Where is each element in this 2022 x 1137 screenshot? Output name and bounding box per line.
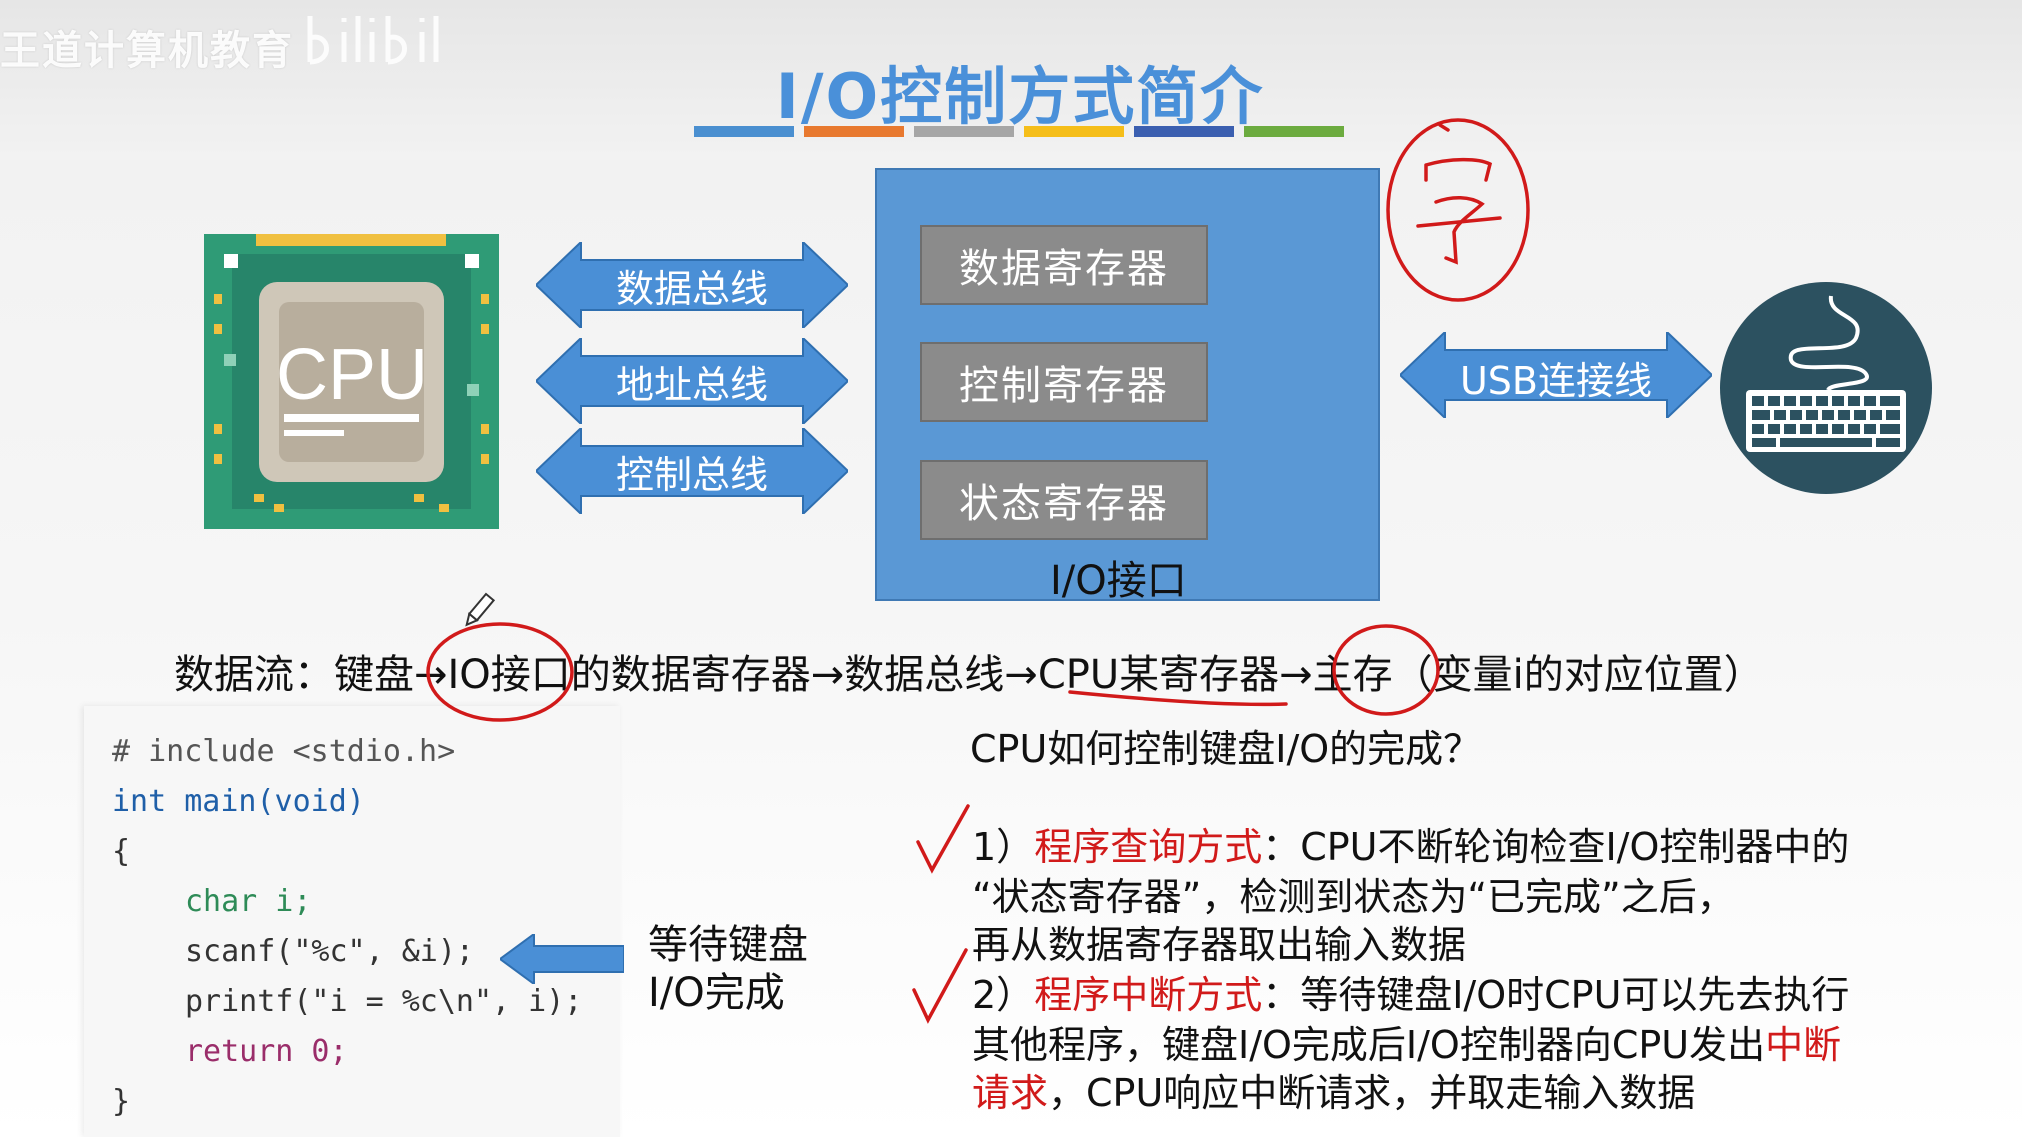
answer-2-line-3: 请求，CPU响应中断请求，并取走输入数据 bbox=[972, 1062, 1695, 1117]
title-bar bbox=[694, 126, 794, 137]
usb-label: USB连接线 bbox=[1459, 359, 1652, 403]
answer-1-line-1: 1）程序查询方式：CPU不断轮询检查I/O控制器中的 bbox=[972, 816, 1849, 871]
title-color-bars bbox=[694, 126, 1344, 137]
title-bar bbox=[914, 126, 1014, 137]
answer-2-title: 程序中断方式 bbox=[1034, 973, 1263, 1017]
watermark-text: 王道计算机教育 bbox=[0, 28, 294, 74]
data-bus-arrow bbox=[536, 242, 848, 328]
answer-1-line-2: “状态寄存器”，检测到状态为“已完成”之后， bbox=[972, 875, 1735, 919]
code-line-open-brace: { bbox=[112, 834, 131, 869]
data-bus-label: 数据总线 bbox=[615, 267, 768, 311]
address-bus-label: 地址总线 bbox=[615, 363, 768, 407]
control-register: 控制寄存器 bbox=[920, 342, 1208, 422]
cpu-label: CPU bbox=[276, 335, 428, 415]
wait-arrow bbox=[500, 934, 624, 984]
io-interface-label: I/O接口 bbox=[1050, 558, 1187, 604]
cpu-chip-icon: CPU bbox=[204, 234, 499, 529]
code-line-decl: char i; bbox=[185, 884, 312, 919]
checkmark-annotation bbox=[912, 948, 968, 1024]
answer-2-number: 2） bbox=[972, 973, 1035, 1017]
code-line-close-brace: } bbox=[112, 1084, 131, 1119]
code-line-scanf: scanf("%c", &i); bbox=[185, 934, 474, 969]
code-block bbox=[84, 706, 620, 1137]
code-line-include: # include <stdio.h> bbox=[112, 734, 456, 769]
code-line-printf: printf("i = %c\n", i); bbox=[185, 984, 583, 1019]
answer-2-line-1: 2）程序中断方式：等待键盘I/O时CPU可以先去执行 bbox=[972, 964, 1849, 1019]
pen-cursor-icon bbox=[465, 592, 496, 627]
answer-2-line-2: 其他程序，键盘I/O完成后I/O控制器向CPU发出中断 bbox=[972, 1014, 1841, 1069]
keyboard-icon bbox=[1720, 282, 1932, 494]
answer-1-title: 程序查询方式 bbox=[1034, 825, 1263, 869]
usb-cable-arrow bbox=[1400, 332, 1712, 418]
bilibili-logo-icon bbox=[307, 16, 439, 65]
status-register: 状态寄存器 bbox=[920, 460, 1208, 540]
circle-annotation bbox=[1386, 118, 1530, 302]
title-bar bbox=[1134, 126, 1234, 137]
control-bus-label: 控制总线 bbox=[615, 453, 768, 497]
answer-1-text: ：CPU不断轮询检查I/O控制器中的 bbox=[1262, 825, 1850, 869]
wait-label-line2: I/O完成 bbox=[648, 970, 785, 1016]
question-text: CPU如何控制键盘I/O的完成？ bbox=[970, 727, 1482, 771]
code-line-return: return 0; bbox=[185, 1034, 348, 1069]
answer-2-highlight: 中断 bbox=[1765, 1023, 1842, 1067]
wait-label-line1: 等待键盘 bbox=[648, 922, 808, 968]
answer-1-number: 1） bbox=[972, 825, 1035, 869]
title-bar bbox=[804, 126, 904, 137]
answer-2-text-3: ，CPU响应中断请求，并取走输入数据 bbox=[1048, 1071, 1696, 1115]
title-bar bbox=[1244, 126, 1344, 137]
code-line-main: int main(void) bbox=[112, 784, 365, 819]
control-bus-arrow bbox=[536, 428, 848, 514]
answer-2-highlight-2: 请求 bbox=[972, 1071, 1049, 1115]
data-register: 数据寄存器 bbox=[920, 225, 1208, 305]
title-bar bbox=[1024, 126, 1124, 137]
address-bus-arrow bbox=[536, 338, 848, 424]
answer-2-text: ：等待键盘I/O时CPU可以先去执行 bbox=[1262, 973, 1850, 1017]
answer-2-text-2: 其他程序，键盘I/O完成后I/O控制器向CPU发出 bbox=[972, 1023, 1766, 1067]
answer-1-line-3: 再从数据寄存器取出输入数据 bbox=[972, 923, 1467, 967]
slide-title: I/O控制方式简介 bbox=[775, 60, 1265, 133]
data-flow-text: 数据流：键盘→IO接口的数据寄存器→数据总线→CPU某寄存器→主存（变量i的对应… bbox=[174, 652, 1764, 698]
checkmark-annotation bbox=[916, 804, 970, 874]
